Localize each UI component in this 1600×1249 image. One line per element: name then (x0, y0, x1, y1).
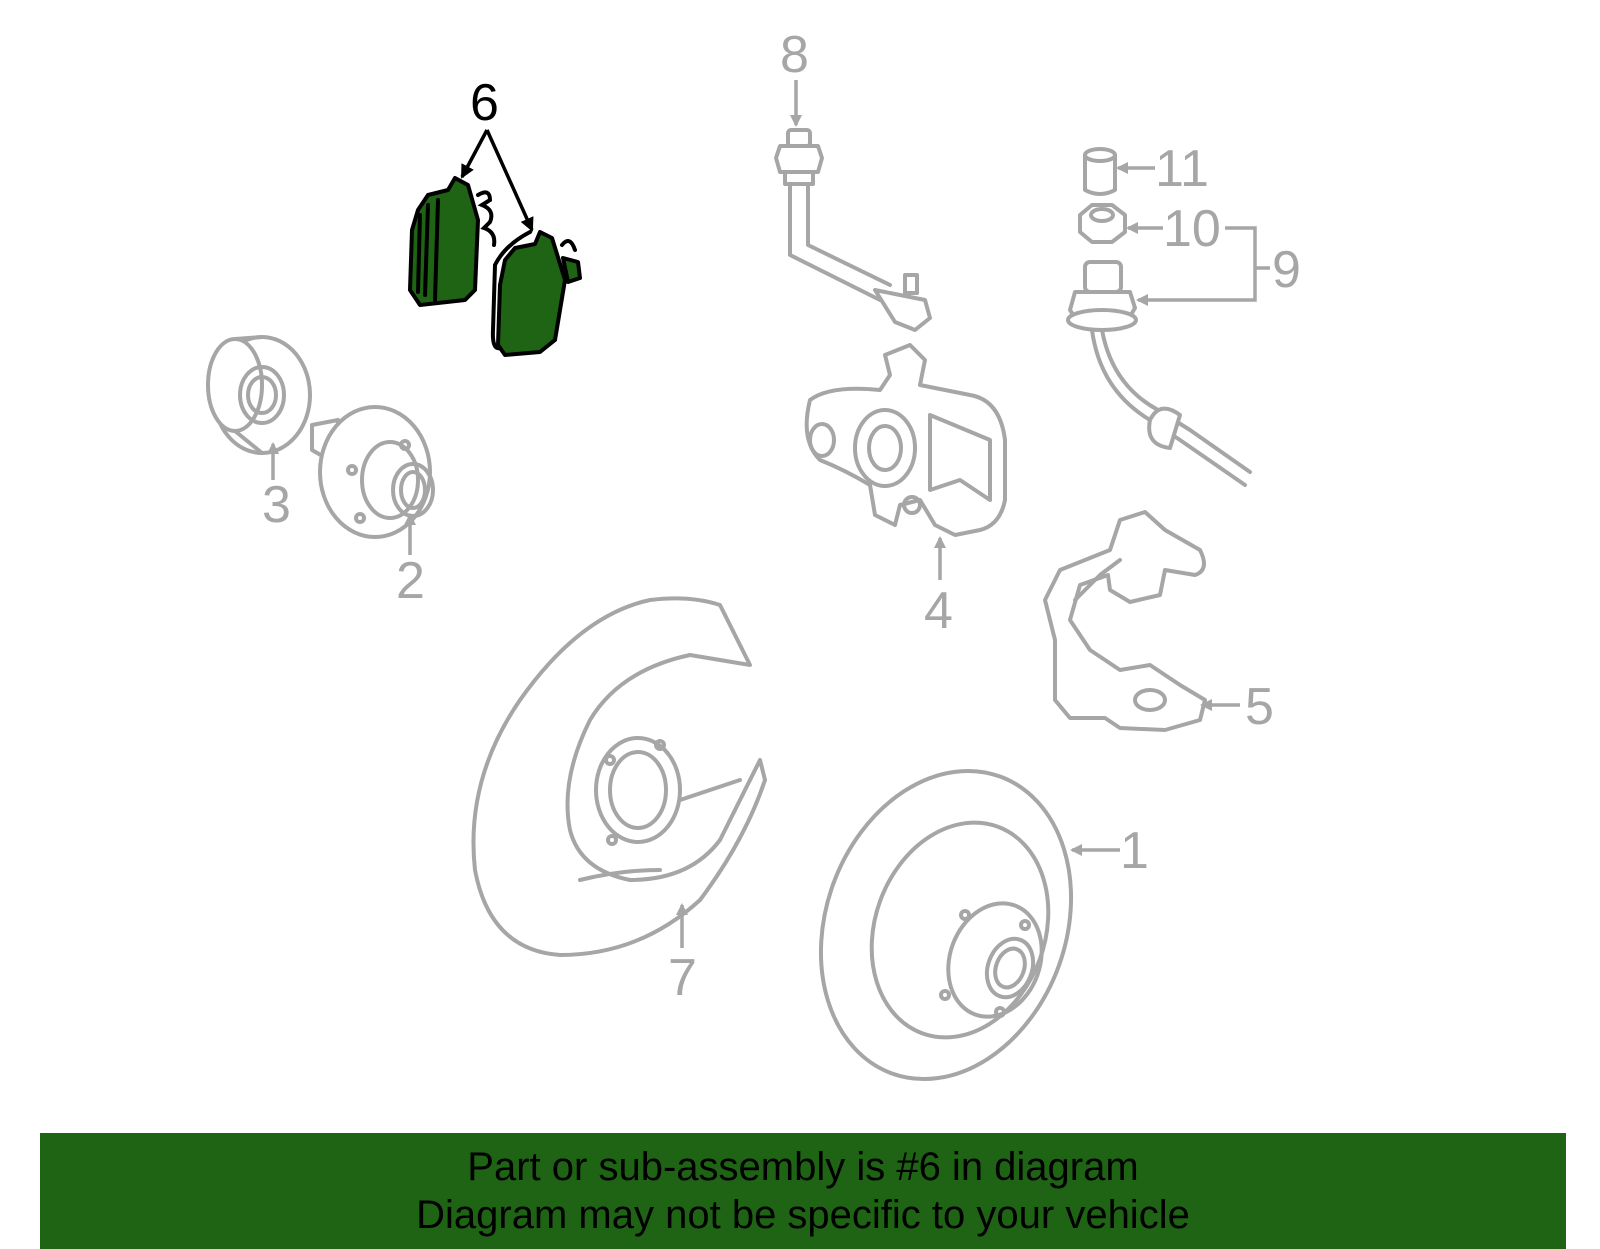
callout-3: 3 (262, 476, 291, 534)
callout-2: 2 (396, 552, 425, 610)
parts-diagram: 3 2 4 5 1 7 8 11 10 9 6 (206, 26, 1301, 1114)
callout-8: 8 (780, 26, 809, 84)
part-6-brake-pads[interactable] (408, 176, 582, 357)
part-5-caliper-bracket[interactable] (1043, 510, 1207, 732)
callout-4: 4 (924, 582, 953, 640)
callout-7: 7 (668, 949, 697, 1007)
part-9-sensor[interactable] (1066, 260, 1252, 487)
callout-10: 10 (1163, 200, 1221, 258)
part-2-wheel-hub[interactable] (310, 405, 435, 539)
part-1-brake-rotor[interactable] (779, 735, 1113, 1114)
callout-6: 6 (470, 74, 499, 132)
callout-leaders (267, 80, 1270, 948)
part-8-brake-hose[interactable] (774, 128, 932, 332)
callout-1: 1 (1120, 822, 1149, 880)
banner-line-2: Diagram may not be specific to your vehi… (416, 1193, 1190, 1237)
callout-labels: 3 2 4 5 1 7 8 11 10 9 6 (262, 26, 1301, 1007)
callout-11: 11 (1155, 140, 1209, 198)
part-7-dust-shield[interactable] (471, 596, 767, 957)
part-4-caliper[interactable] (804, 343, 1007, 537)
part-11-cap[interactable] (1083, 147, 1117, 196)
part-10-nut[interactable] (1078, 203, 1127, 244)
banner-line-1: Part or sub-assembly is #6 in diagram (467, 1145, 1139, 1189)
callout-9: 9 (1272, 241, 1301, 299)
info-banner: Part or sub-assembly is #6 in diagram Di… (40, 1133, 1566, 1249)
part-3-wheel-bearing[interactable] (206, 335, 312, 455)
callout-5: 5 (1245, 678, 1274, 736)
